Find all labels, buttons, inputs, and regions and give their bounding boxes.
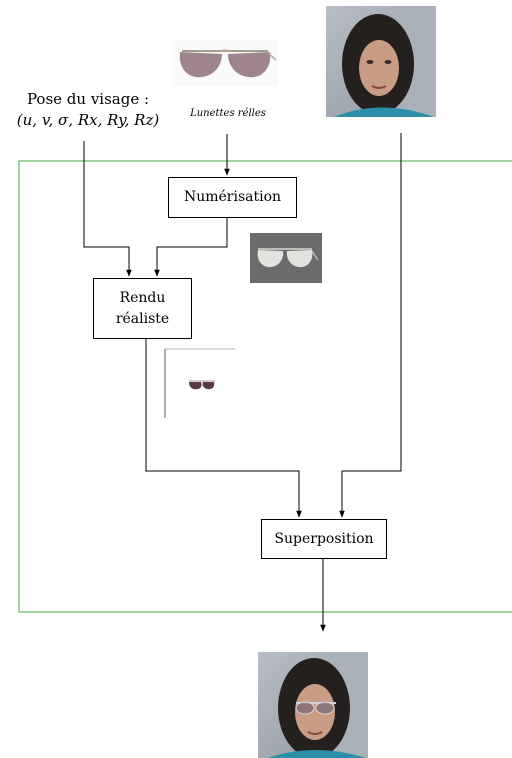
connector-digitization-to-render	[154, 218, 228, 277]
overlay-box: Superposition	[261, 519, 387, 559]
connector-pose-to-render	[83, 141, 132, 277]
face-with-glasses-output	[258, 652, 368, 758]
rendered-glasses	[164, 348, 235, 418]
digitized-glasses-model	[250, 233, 322, 283]
sunglasses-photo	[172, 40, 278, 86]
face-photo-input	[326, 6, 436, 117]
render-label-line1: Rendu	[119, 289, 166, 306]
pose-formula: (u, v, σ, Rx, Ry, Rz)	[16, 111, 160, 129]
connector-render-to-overlay	[145, 339, 302, 518]
glasses-caption: Lunettes rélles	[190, 108, 266, 119]
digitization-label: Numérisation	[183, 189, 282, 205]
pose-label: Pose du visage :	[26, 90, 150, 108]
processing-frame	[18, 160, 512, 613]
render-box: Rendu réaliste	[93, 278, 192, 339]
overlay-label: Superposition	[274, 530, 374, 547]
connector-face-to-overlay	[339, 133, 402, 518]
render-label-line2: réaliste	[115, 310, 170, 327]
digitization-box: Numérisation	[168, 177, 297, 218]
